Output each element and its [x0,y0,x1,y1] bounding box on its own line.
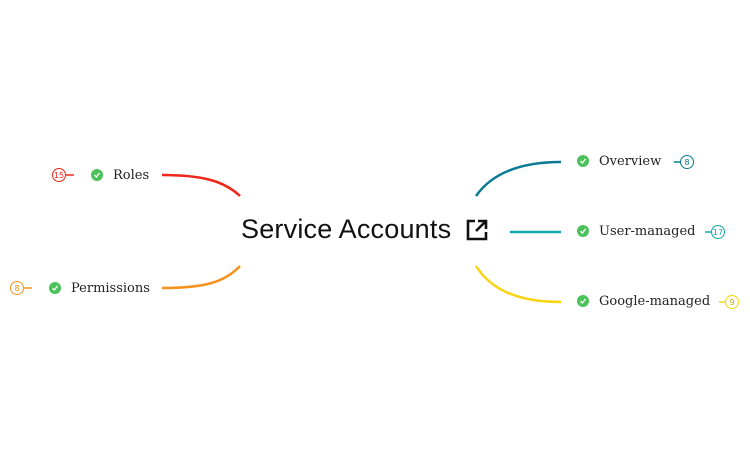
branch-label: Roles [113,167,150,183]
branch-overview[interactable]: Overview [577,151,661,171]
connector-roles [161,173,241,197]
check-circle-icon [577,155,589,167]
count-badge-user-managed: 17 [711,225,725,239]
branch-roles[interactable]: Roles [91,165,149,185]
check-circle-icon [91,169,103,181]
count-badge-roles: 15 [52,168,66,182]
check-circle-icon [577,225,589,237]
connector-google-managed [474,265,562,304]
branch-label: Google-managed [599,293,711,309]
branch-google-managed[interactable]: Google-managed [577,291,710,311]
count-badge-google-managed: 9 [725,295,739,309]
check-circle-icon [577,295,589,307]
branch-label: Overview [599,153,662,169]
branch-user-managed[interactable]: User-managed [577,221,695,241]
count-badge-permissions: 8 [10,281,24,295]
branch-label: User-managed [599,223,696,239]
connector-overview [474,160,562,197]
count-badge-overview: 8 [680,155,694,169]
central-topic[interactable]: Service Accounts [241,214,489,245]
branch-permissions[interactable]: Permissions [49,278,150,298]
external-link-icon[interactable] [465,218,489,242]
check-circle-icon [49,282,61,294]
central-topic-label: Service Accounts [241,214,452,244]
connector-permissions [161,265,241,290]
branch-label: Permissions [71,280,150,296]
